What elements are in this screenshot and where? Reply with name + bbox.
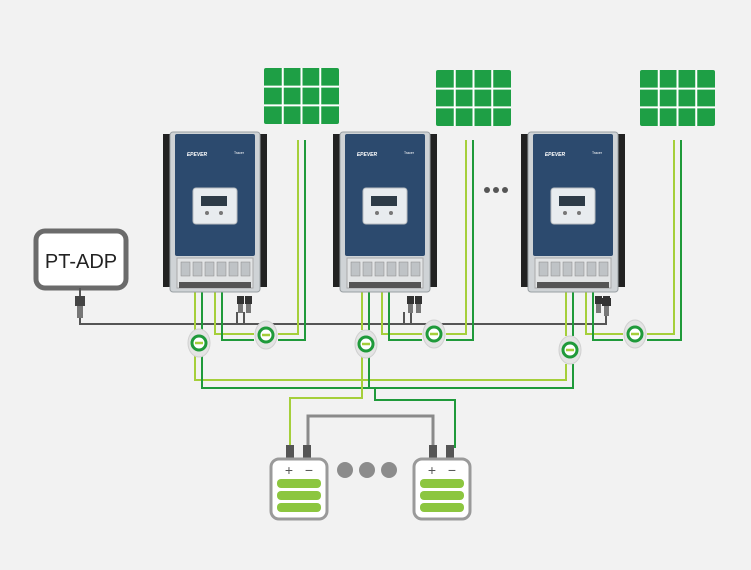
battery-positive-label: + (285, 462, 293, 478)
pv-wire-3a (647, 140, 675, 335)
breaker-icon (558, 335, 582, 365)
controller-model: Tracer (592, 151, 603, 155)
controllers: EPEVER Tracer EPEVER Tracer EPEVER Tracer (163, 131, 625, 316)
pv-wire-2c (381, 290, 422, 335)
breaker-icon (422, 319, 446, 349)
pv-wire-3b (647, 140, 682, 341)
dots-horizontal-icon (337, 462, 397, 478)
bus-light (194, 356, 567, 381)
adapter-label: PT-ADP (45, 251, 117, 273)
solar-panel (264, 68, 339, 124)
battery-positive-label: + (428, 462, 436, 478)
battery: +− (412, 445, 472, 521)
bat-feed-neg (374, 388, 456, 448)
pv-wire-1a (278, 140, 299, 335)
charge-controller: EPEVER Tracer (163, 131, 267, 313)
controller-model: Tracer (404, 151, 415, 155)
bat-series-link (306, 414, 435, 448)
pv-wire-2b (446, 140, 474, 341)
bus-dark (201, 356, 574, 389)
pv-wire-2a (446, 140, 467, 335)
breaker-icon (623, 319, 647, 349)
breaker-icon (187, 328, 211, 358)
pv-wire-2d (388, 290, 422, 341)
solar-panels (264, 68, 715, 126)
breakers (187, 319, 647, 365)
charge-controller: EPEVER Tracer (521, 131, 625, 313)
controller-brand: EPEVER (545, 152, 566, 158)
breaker-icon (354, 329, 378, 359)
comm-drop-1 (236, 312, 245, 324)
wires (79, 140, 682, 448)
comm-drop-2 (403, 312, 412, 324)
comm-wire (79, 316, 607, 325)
charge-controller: EPEVER Tracer (333, 131, 437, 313)
dots-horizontal-icon (484, 187, 508, 193)
controller-brand: EPEVER (187, 152, 208, 158)
pv-wire-1b (278, 140, 306, 341)
solar-panel (436, 70, 511, 126)
battery: +− (269, 445, 329, 521)
pv-wire-1d (221, 290, 254, 341)
solar-panel (640, 70, 715, 126)
bat-feed-pos (289, 380, 363, 448)
controller-brand: EPEVER (357, 152, 378, 158)
batteries: +−+− (269, 445, 472, 521)
pv-wire-3c (585, 290, 623, 335)
pt-adp-adapter: PT-ADP (33, 228, 129, 318)
controller-model: Tracer (234, 151, 245, 155)
pv-wire-3d (592, 290, 623, 341)
breaker-icon (254, 320, 278, 350)
pv-wire-1c (214, 290, 254, 335)
battery-negative-label: − (305, 462, 313, 478)
battery-negative-label: − (448, 462, 456, 478)
